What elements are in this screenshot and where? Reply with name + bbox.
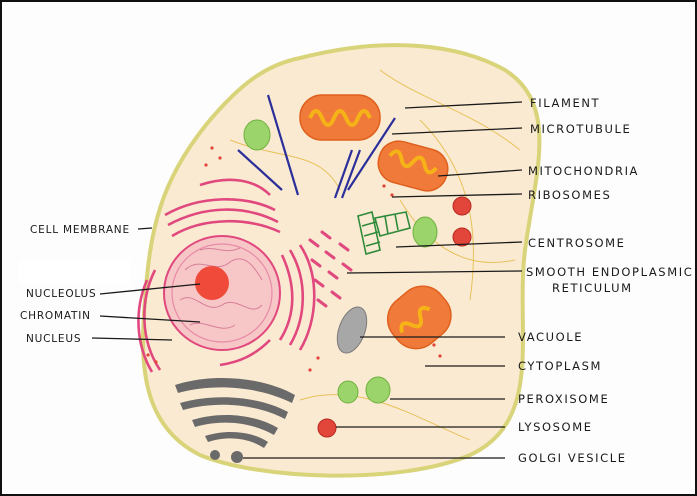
label-smooth-er-line1: SMOOTH ENDOPLASMIC bbox=[526, 265, 693, 279]
label-mitochondria: MITOCHONDRIA bbox=[528, 164, 639, 178]
label-cell-membrane: CELL MEMBRANE bbox=[30, 224, 130, 236]
label-chromatin: CHROMATIN bbox=[20, 310, 91, 322]
nucleus bbox=[164, 236, 280, 350]
label-mask bbox=[19, 261, 131, 283]
label-lysosome: LYSOSOME bbox=[518, 420, 593, 434]
label-smooth-er-line2: RETICULUM bbox=[552, 281, 633, 295]
label-cytoplasm: CYTOPLASM bbox=[518, 359, 602, 373]
label-microtubule: MICROTUBULE bbox=[530, 122, 631, 136]
label-nucleus: NUCLEUS bbox=[26, 333, 81, 345]
nucleolus bbox=[195, 266, 229, 300]
label-centrosome: CENTROSOME bbox=[528, 236, 626, 250]
label-golgi-vesicle: GOLGI VESICLE bbox=[518, 451, 627, 465]
label-ribosomes: RIBOSOMES bbox=[528, 188, 611, 202]
label-nucleolus: NUCLEOLUS bbox=[26, 288, 97, 300]
golgi-vesicle bbox=[210, 450, 220, 460]
label-vacuole: VACUOLE bbox=[518, 330, 583, 344]
label-filament: FILAMENT bbox=[530, 96, 600, 110]
label-peroxisome: PEROXISOME bbox=[518, 392, 609, 406]
